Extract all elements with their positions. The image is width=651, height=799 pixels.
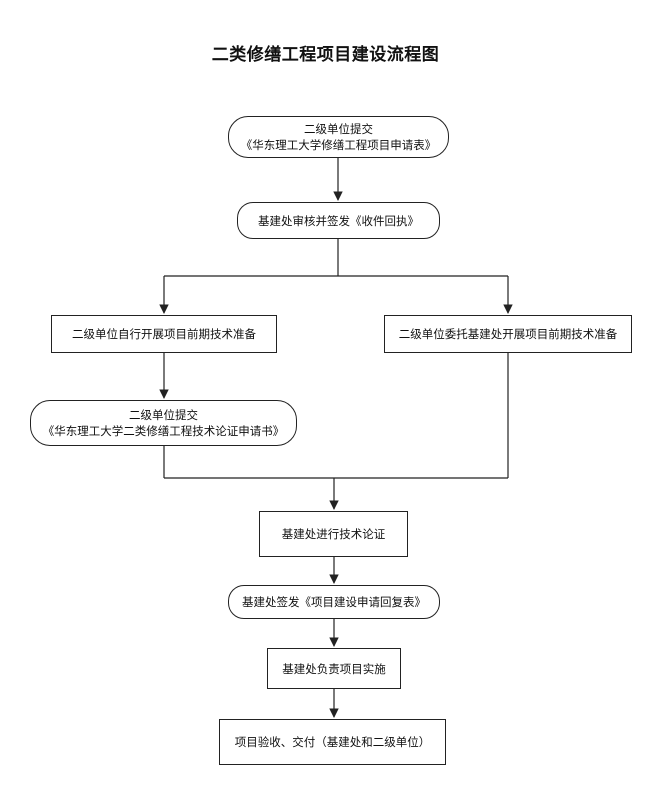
node-submit-application-line2: 《华东理工大学修缮工程项目申请表》 — [240, 138, 437, 152]
node-submit-application: 二级单位提交 《华东理工大学修缮工程项目申请表》 — [228, 116, 449, 158]
node-submit-application-line1: 二级单位提交 — [304, 122, 373, 136]
node-review-receipt: 基建处审核并签发《收件回执》 — [237, 202, 440, 239]
node-issue-reply-text: 基建处签发《项目建设申请回复表》 — [242, 595, 426, 609]
node-review-receipt-text: 基建处审核并签发《收件回执》 — [258, 213, 419, 228]
node-implement-text: 基建处负责项目实施 — [282, 661, 386, 676]
node-self-prepare-text: 二级单位自行开展项目前期技术准备 — [72, 327, 256, 341]
node-acceptance-text: 项目验收、交付（基建处和二级单位） — [234, 735, 431, 749]
node-tech-argument: 基建处进行技术论证 — [259, 511, 408, 557]
node-submit-argument-line1: 二级单位提交 — [129, 408, 198, 422]
node-issue-reply: 基建处签发《项目建设申请回复表》 — [228, 585, 440, 619]
node-submit-argument-line2: 《华东理工大学二类修缮工程技术论证申请书》 — [42, 424, 285, 438]
node-submit-argument: 二级单位提交 《华东理工大学二类修缮工程技术论证申请书》 — [30, 400, 297, 446]
node-self-prepare: 二级单位自行开展项目前期技术准备 — [51, 315, 277, 353]
node-implement: 基建处负责项目实施 — [267, 648, 401, 689]
node-entrust-prepare-text: 二级单位委托基建处开展项目前期技术准备 — [398, 327, 618, 341]
node-acceptance: 项目验收、交付（基建处和二级单位） — [219, 719, 446, 765]
diagram-title: 二类修缮工程项目建设流程图 — [211, 45, 440, 65]
node-entrust-prepare: 二级单位委托基建处开展项目前期技术准备 — [384, 315, 632, 353]
node-tech-argument-text: 基建处进行技术论证 — [281, 527, 386, 541]
